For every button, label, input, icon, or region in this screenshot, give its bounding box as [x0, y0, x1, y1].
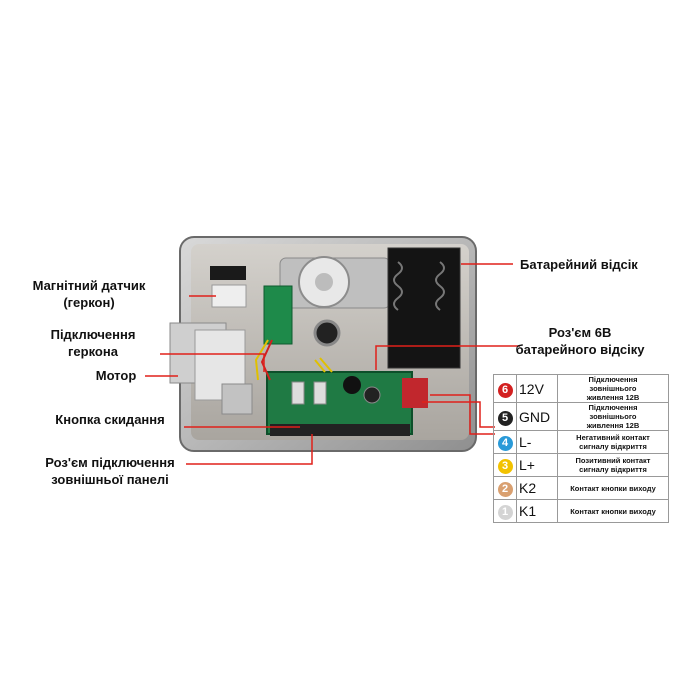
pin-description-line: Підключення [588, 375, 638, 384]
battery-connector-label-line2: батарейного відсіку [515, 342, 645, 357]
reed-sensor-label: Магнітний датчик (геркон) [14, 277, 164, 311]
pin-name: L- [516, 430, 558, 454]
reed-connection-label-line1: Підключення [50, 327, 136, 342]
pin-name: K2 [516, 476, 558, 500]
panel-connector-label: Роз'єм підключення зовнішньої панелі [30, 454, 190, 488]
pin-description-line: живлення 12В [586, 421, 640, 430]
pin-number-cell: 2 [493, 476, 517, 500]
battery-compartment-label: Батарейний відсік [520, 257, 638, 272]
reed-module [263, 285, 293, 345]
battery-connector-label: Роз'єм 6В батарейного відсіку [500, 324, 660, 358]
pcb [266, 371, 413, 435]
reset-button-label: Кнопка скидання [55, 412, 165, 427]
pin-number-badge: 2 [497, 482, 513, 497]
pin-number-badge: 1 [497, 505, 513, 520]
panel-connector-label-line2: зовнішньої панелі [51, 472, 169, 487]
pin-description-line: живлення 12В [586, 393, 640, 402]
pin-description-line: Підключення [588, 403, 638, 412]
motor-label: Мотор [95, 368, 137, 383]
leader-lines [145, 263, 520, 465]
pin-description-line: сигналу відкриття [579, 465, 647, 474]
reed-connection-label: Підключення геркона [18, 326, 168, 360]
pin-description-line: Контакт кнопки виходу [570, 483, 656, 493]
pin-number-badge: 3 [497, 459, 513, 474]
panel-connector-label-line1: Роз'єм підключення [45, 455, 175, 470]
pin-number-cell: 5 [493, 402, 517, 431]
reed-sensor-label-line2: (геркон) [63, 295, 115, 310]
pin-name: 12V [516, 374, 558, 403]
pin-number-cell: 1 [493, 499, 517, 523]
pin-name: K1 [516, 499, 558, 523]
pin-name: GND [516, 402, 558, 431]
pin-description-line: Контакт кнопки виходу [570, 506, 656, 516]
reed-connection-label-line2: геркона [68, 344, 118, 359]
pin-description-line: Позитивний контакт [575, 456, 651, 465]
pin-name: L+ [516, 453, 558, 477]
battery-holder [387, 247, 461, 369]
pin-description-line: зовнішнього [589, 412, 637, 421]
pin-description: Контакт кнопки виходу [557, 476, 669, 500]
pin-number-cell: 3 [493, 453, 517, 477]
pin-description-line: Негативний контакт [576, 433, 650, 442]
reed-sensor-label-line1: Магнітний датчик [32, 278, 146, 293]
pin-number-badge: 4 [497, 436, 513, 451]
battery-connector-label-line1: Роз'єм 6В [548, 325, 612, 340]
pin-description-line: сигналу відкриття [579, 442, 647, 451]
pin-number-cell: 6 [493, 374, 517, 403]
pin-number-badge: 5 [497, 410, 513, 426]
pin-number-cell: 4 [493, 430, 517, 454]
pin-description: Контакт кнопки виходу [557, 499, 669, 523]
pin-description-line: зовнішнього [589, 384, 637, 393]
pin-number-badge: 6 [497, 382, 513, 398]
